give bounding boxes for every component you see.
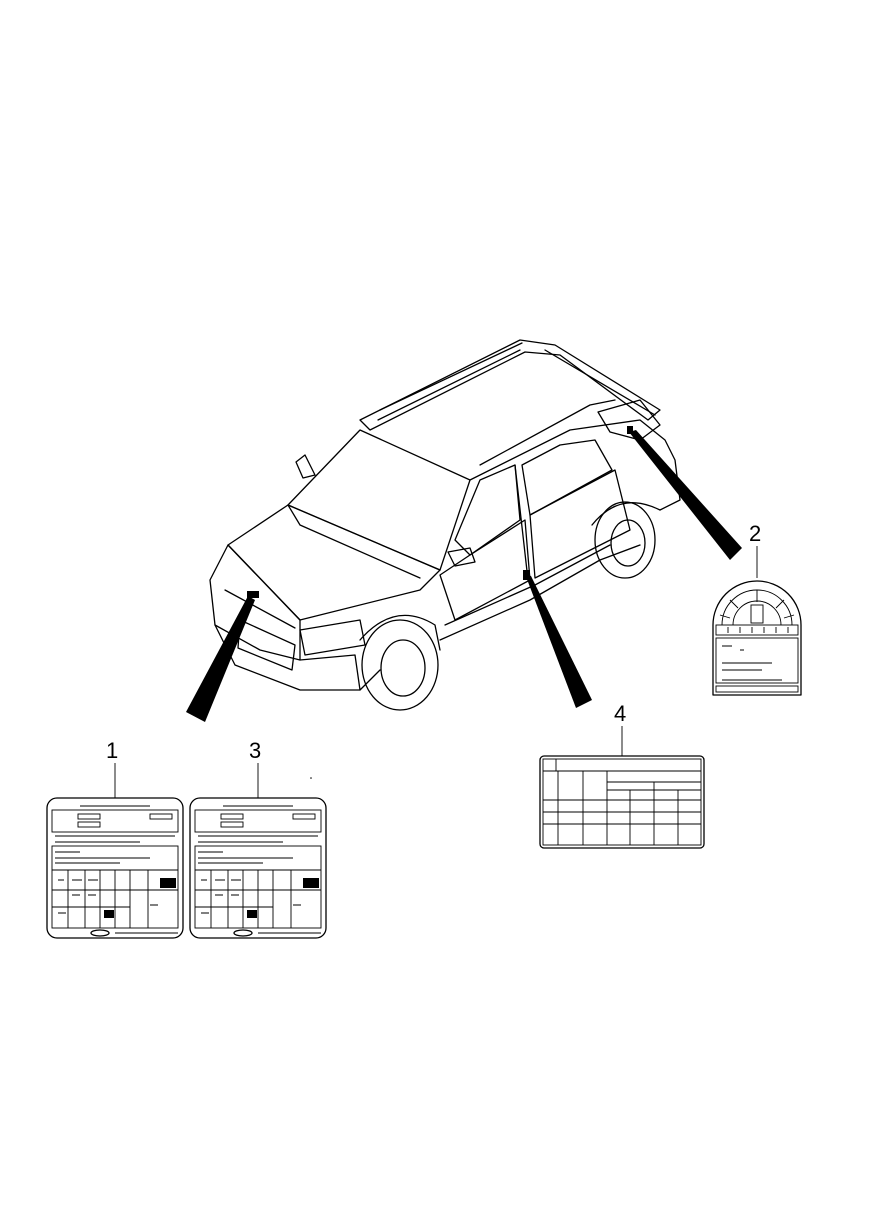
callout-3: 3 bbox=[249, 738, 261, 798]
callout-number: 3 bbox=[249, 738, 261, 763]
callout-number: 2 bbox=[749, 521, 761, 546]
callout-number: 4 bbox=[614, 701, 626, 726]
label-4-tire-pressure-sticker bbox=[539, 755, 705, 849]
label-2-fuel-economy-sticker bbox=[712, 580, 802, 696]
vehicle-outline-icon bbox=[209, 339, 681, 711]
label-1-emission-sticker bbox=[46, 797, 184, 939]
stray-dot bbox=[310, 777, 312, 779]
callout-number: 1 bbox=[106, 738, 118, 763]
callout-2: 2 bbox=[749, 521, 761, 578]
label-3-emission-sticker bbox=[189, 797, 327, 939]
callout-1: 1 bbox=[106, 738, 118, 798]
label-pointer-icon bbox=[186, 426, 742, 722]
callout-4: 4 bbox=[614, 701, 626, 756]
